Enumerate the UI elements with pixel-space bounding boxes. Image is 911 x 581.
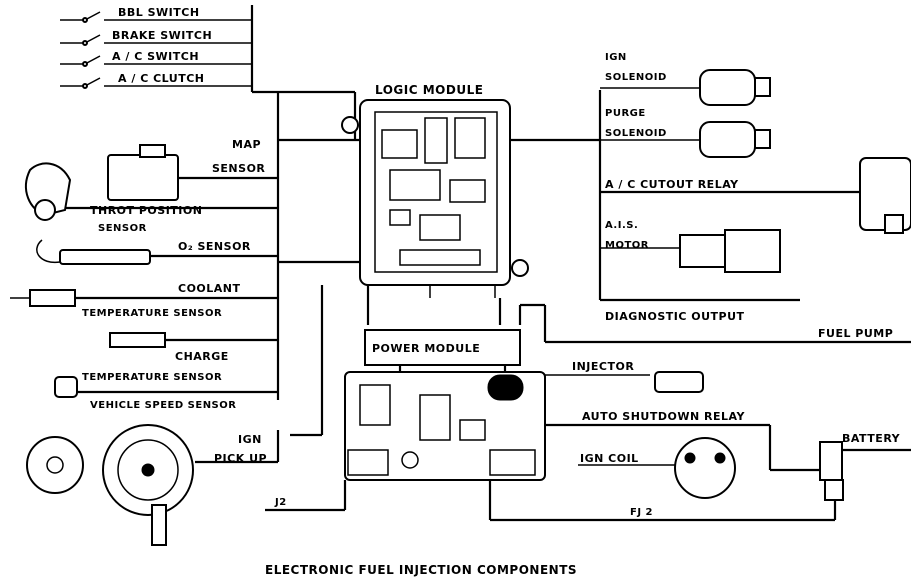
fuel-pump-label: FUEL PUMP xyxy=(818,327,893,340)
purge-label: PURGE xyxy=(605,108,646,119)
map-sensor-label: SENSOR xyxy=(212,162,265,175)
o2-sensor-label: O₂ SENSOR xyxy=(178,240,251,253)
fj2-connector-label: FJ 2 xyxy=(630,507,653,518)
switch-group: BBL SWITCH BRAKE SWITCH A / C SWITCH A /… xyxy=(60,5,252,92)
diagnostic-output-label: DIAGNOSTIC OUTPUT xyxy=(605,310,745,323)
j2-connector-label: J2 xyxy=(274,497,287,508)
throt-position-label: THROT POSITION xyxy=(90,204,202,217)
ign-pickup-label: IGN xyxy=(238,433,262,446)
purge-solenoid-label: SOLENOID xyxy=(605,128,667,139)
output-devices: IGN SOLENOID PURGE SOLENOID A / C CUTOUT… xyxy=(510,52,911,520)
sensor-inputs: MAP SENSOR THROT POSITION SENSOR O₂ SENS… xyxy=(10,138,278,545)
auto-shutdown-relay-label: AUTO SHUTDOWN RELAY xyxy=(582,410,745,423)
coolant-temp-sensor-label: TEMPERATURE SENSOR xyxy=(82,308,222,319)
power-module-label: POWER MODULE xyxy=(372,342,480,355)
map-label: MAP xyxy=(232,138,261,151)
injector-label: INJECTOR xyxy=(572,360,634,373)
ais-motor-label: MOTOR xyxy=(605,240,649,251)
diagram-caption: ELECTRONIC FUEL INJECTION COMPONENTS xyxy=(265,563,577,577)
logic-module-label: LOGIC MODULE xyxy=(375,83,483,97)
ign-solenoid-sub-label: SOLENOID xyxy=(605,72,667,83)
ign-coil-label: IGN COIL xyxy=(580,452,639,465)
ac-switch-label: A / C SWITCH xyxy=(112,50,199,63)
pick-up-label: PICK UP xyxy=(214,452,267,465)
ais-label: A.I.S. xyxy=(605,220,638,231)
bbl-switch-label: BBL SWITCH xyxy=(118,6,200,19)
ac-cutout-relay-label: A / C CUTOUT RELAY xyxy=(605,178,739,191)
input-bus xyxy=(252,92,360,400)
throt-sensor-label: SENSOR xyxy=(98,223,147,234)
ign-solenoid-label: IGN xyxy=(605,52,627,63)
coolant-label: COOLANT xyxy=(178,282,241,295)
logic-module: LOGIC MODULE xyxy=(342,83,528,298)
brake-switch-label: BRAKE SWITCH xyxy=(112,29,212,42)
battery-label: BATTERY xyxy=(842,432,901,445)
ac-clutch-label: A / C CLUTCH xyxy=(118,72,205,85)
charge-temp-sensor-label: TEMPERATURE SENSOR xyxy=(82,372,222,383)
charge-label: CHARGE xyxy=(175,350,229,363)
vehicle-speed-sensor-label: VEHICLE SPEED SENSOR xyxy=(90,400,236,411)
